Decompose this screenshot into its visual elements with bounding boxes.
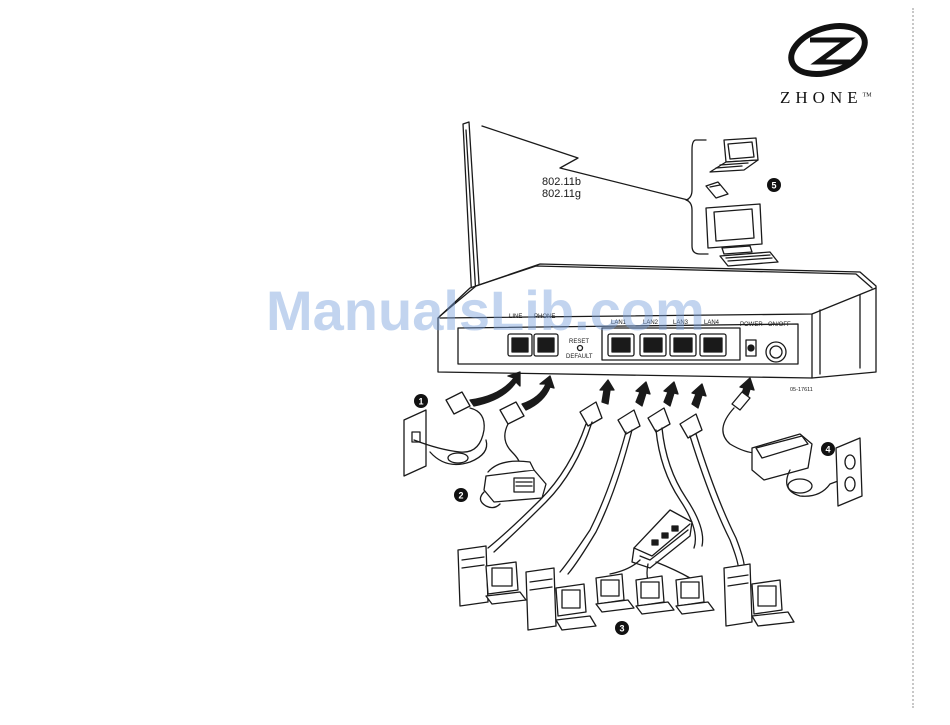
svg-text:2: 2 bbox=[458, 491, 463, 501]
svg-text:3: 3 bbox=[619, 624, 624, 634]
callout-2: 2 bbox=[454, 488, 468, 502]
wireless-desktop bbox=[706, 204, 778, 266]
callout-4: 4 bbox=[821, 442, 835, 456]
label-802-11b: 802.11b bbox=[542, 176, 581, 188]
desktop-pc-5 bbox=[676, 576, 714, 614]
desktop-pc-3 bbox=[596, 574, 634, 612]
desktop-pc-1 bbox=[458, 546, 526, 606]
callout-5: 5 bbox=[767, 178, 781, 192]
desktop-pc-2 bbox=[526, 568, 596, 630]
svg-text:4: 4 bbox=[825, 445, 830, 455]
label-802-11g: 802.11g bbox=[542, 188, 581, 200]
watermark: ManualsLib.com bbox=[266, 278, 705, 343]
svg-text:1: 1 bbox=[418, 397, 423, 407]
port-label-lan4: LAN4 bbox=[704, 320, 720, 326]
desktop-pc-6 bbox=[724, 564, 794, 626]
port-label-power: POWER bbox=[740, 322, 763, 328]
callout-3: 3 bbox=[615, 621, 629, 635]
reset-label-bottom: DEFAULT bbox=[566, 354, 593, 360]
wireless-signal-line bbox=[482, 126, 688, 200]
laptop bbox=[710, 138, 758, 172]
desktop-pc-4 bbox=[636, 576, 674, 614]
callout-1: 1 bbox=[414, 394, 428, 408]
figure-id: 05-17611 bbox=[790, 387, 813, 393]
port-label-onoff: ON/OFF bbox=[768, 322, 791, 328]
wireless-device-bracket bbox=[686, 140, 708, 254]
svg-text:5: 5 bbox=[771, 181, 776, 191]
pc-card bbox=[706, 182, 728, 198]
power-adapter bbox=[723, 392, 862, 506]
network-switch bbox=[610, 510, 692, 580]
telephone bbox=[480, 402, 546, 508]
